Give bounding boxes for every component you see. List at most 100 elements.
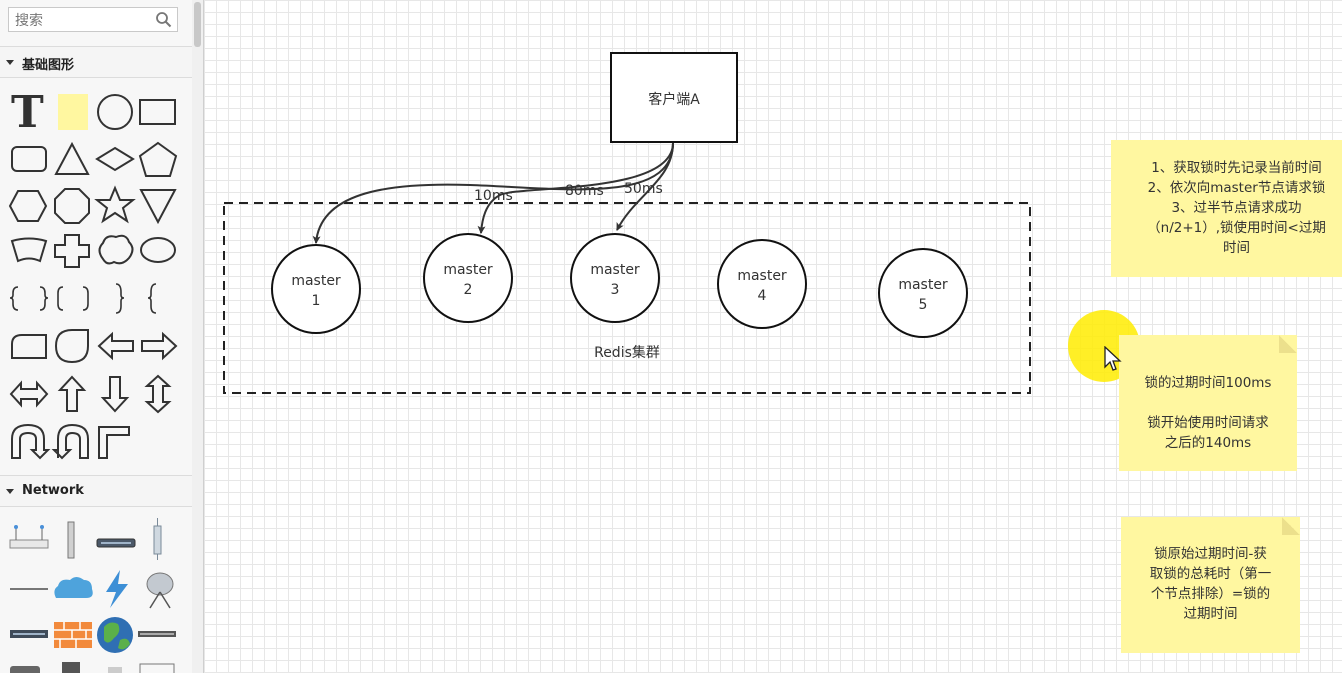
cloud-network-icon[interactable]	[54, 577, 93, 598]
basic-shapes-palette: T	[8, 87, 178, 460]
right-brace-icon[interactable]	[115, 283, 125, 314]
note-line: 时间	[1223, 240, 1250, 256]
master-number: 5	[919, 297, 928, 313]
section-label: Network	[22, 483, 84, 498]
note-fold	[1279, 335, 1297, 353]
note-text: 锁的过期时间100ms 锁开始使用时间请求 之后的140ms	[1119, 373, 1297, 453]
triangle-icon[interactable]	[54, 141, 90, 175]
antenna-icon[interactable]	[67, 521, 75, 559]
master-node-4[interactable]: master 4	[717, 239, 807, 329]
edge-to-master-3[interactable]	[616, 142, 674, 231]
client-label: 客户端A	[648, 91, 700, 108]
master-number: 1	[312, 293, 321, 309]
redis-cluster-box[interactable]	[223, 202, 1031, 394]
rounded-rectangle-icon[interactable]	[11, 146, 47, 172]
section-label: 基础图形	[22, 58, 75, 73]
client-box[interactable]	[610, 52, 738, 143]
sticky-note-steps[interactable]: 1、获取锁时先记录当前时间 2、依次向master节点请求锁 3、过半节点请求成…	[1111, 140, 1342, 277]
note-line: 锁原始过期时间-获	[1154, 546, 1267, 562]
firewall-icon[interactable]	[54, 622, 92, 648]
master-number: 3	[611, 282, 620, 298]
inverted-triangle-icon[interactable]	[139, 189, 177, 225]
master-number: 4	[758, 288, 767, 304]
octagon-icon[interactable]	[54, 188, 90, 224]
ellipse-icon[interactable]	[140, 237, 176, 263]
pentagon-icon[interactable]	[138, 141, 178, 177]
note-icon[interactable]	[58, 94, 88, 130]
rounded-tab-icon[interactable]	[11, 334, 47, 359]
note-line: 个节点排除）=锁的	[1150, 586, 1271, 602]
cable-icon[interactable]	[153, 518, 162, 560]
master-label: master	[443, 262, 493, 278]
cluster-label: Redis集群	[594, 344, 660, 361]
master-label: master	[737, 268, 787, 284]
note-line	[1119, 393, 1297, 413]
u-turn-icon[interactable]	[11, 423, 51, 460]
mouse-cursor-icon	[1104, 346, 1122, 371]
hub-icon[interactable]	[10, 630, 48, 638]
switch-icon[interactable]	[9, 525, 49, 549]
master-node-2[interactable]: master 2	[423, 233, 513, 323]
double-arrow-icon[interactable]	[9, 380, 49, 408]
edge-label-50ms: 50ms	[624, 181, 663, 197]
sticky-note-expiry[interactable]: 锁的过期时间100ms 锁开始使用时间请求 之后的140ms	[1119, 335, 1297, 471]
edge-to-master-1[interactable]	[312, 142, 674, 244]
shapes-sidebar: 基础图形 T	[0, 0, 193, 673]
edge-label-10ms: 10ms	[474, 188, 513, 204]
master-node-5[interactable]: master 5	[878, 248, 968, 338]
note-line: 锁开始使用时间请求	[1147, 415, 1269, 431]
note-line: 2、依次向master节点请求锁	[1147, 180, 1326, 196]
u-turn-down-icon[interactable]	[51, 423, 89, 460]
collapse-arrow-icon	[6, 489, 14, 494]
left-arrow-icon[interactable]	[97, 331, 134, 361]
left-brace-icon[interactable]	[147, 283, 157, 314]
sidebar-scrollbar[interactable]	[192, 0, 204, 673]
star-icon[interactable]	[94, 185, 136, 224]
master-label: master	[291, 273, 341, 289]
master-label: master	[898, 277, 948, 293]
rectangle-icon[interactable]	[139, 99, 176, 125]
leaf-icon[interactable]	[54, 329, 89, 364]
svg-text:T: T	[11, 87, 44, 138]
note-line: 过期时间	[1183, 606, 1238, 622]
lightning-icon[interactable]	[106, 570, 128, 608]
diamond-icon[interactable]	[95, 146, 135, 172]
satellite-dish-icon[interactable]	[146, 572, 174, 609]
master-label: master	[590, 262, 640, 278]
corner-arrow-icon[interactable]	[98, 426, 130, 459]
note-text: 1、获取锁时先记录当前时间 2、依次向master节点请求锁 3、过半节点请求成…	[1121, 158, 1342, 258]
cross-icon[interactable]	[54, 234, 90, 268]
patch-panel-icon[interactable]	[138, 631, 176, 637]
router-icon[interactable]	[96, 538, 136, 548]
search-box[interactable]	[8, 7, 178, 32]
bracket-pair-icon[interactable]	[57, 286, 89, 311]
master-node-1[interactable]: master 1	[271, 244, 361, 334]
master-node-3[interactable]: master 3	[570, 233, 660, 323]
up-down-arrow-icon[interactable]	[144, 374, 172, 414]
text-icon[interactable]: T	[11, 87, 44, 138]
search-input[interactable]	[13, 9, 153, 32]
up-arrow-icon[interactable]	[57, 375, 87, 412]
down-arrow-icon[interactable]	[100, 376, 130, 413]
brace-pair-icon[interactable]	[9, 286, 49, 311]
note-line: 1、获取锁时先记录当前时间	[1151, 160, 1322, 176]
search-icon[interactable]	[155, 11, 172, 28]
hexagon-icon[interactable]	[8, 190, 48, 222]
collapse-arrow-icon	[6, 60, 14, 65]
note-line: 锁的过期时间100ms	[1144, 375, 1272, 391]
tape-icon[interactable]	[10, 237, 48, 263]
scrollbar-thumb[interactable]	[194, 2, 201, 47]
note-line: 3、过半节点请求成功	[1171, 200, 1302, 216]
globe-icon[interactable]	[97, 617, 133, 653]
cloud-icon[interactable]	[98, 234, 134, 265]
edge-to-master-2[interactable]	[477, 142, 674, 234]
circle-icon[interactable]	[97, 94, 133, 130]
note-line: 之后的140ms	[1164, 435, 1252, 451]
sticky-note-formula[interactable]: 锁原始过期时间-获 取锁的总耗时（第一 个节点排除）=锁的 过期时间	[1121, 517, 1300, 653]
note-line: （n/2+1）,锁使用时间<过期	[1147, 220, 1326, 236]
section-basic-shapes[interactable]: 基础图形	[0, 46, 192, 78]
section-network[interactable]: Network	[0, 475, 192, 507]
note-line: 取锁的总耗时（第一	[1149, 566, 1272, 582]
right-arrow-icon[interactable]	[141, 331, 178, 361]
